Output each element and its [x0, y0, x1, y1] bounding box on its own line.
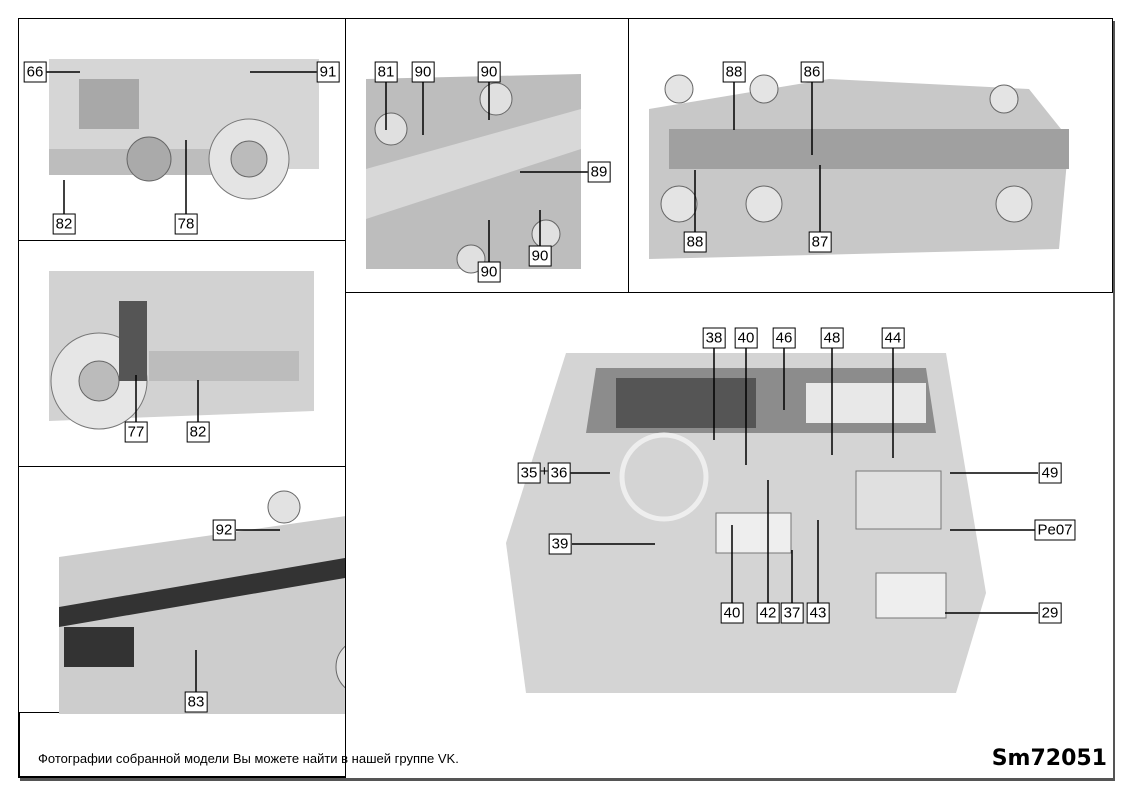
part-callout: 40 [720, 602, 744, 624]
cab-interior-illustration [506, 353, 986, 693]
part-callout: 39 [548, 533, 572, 555]
part-callout: 87 [808, 231, 832, 253]
part-callout: 49 [1038, 462, 1062, 484]
chassis-illustration [649, 74, 1069, 259]
part-callout: 36 [547, 462, 571, 484]
part-callout: 38 [702, 327, 726, 349]
part-callout: 90 [477, 61, 501, 83]
part-callout: 44 [881, 327, 905, 349]
part-callout: 77 [124, 421, 148, 443]
part-callout: 86 [800, 61, 824, 83]
part-callout: 88 [683, 231, 707, 253]
part-callout: 48 [820, 327, 844, 349]
part-callout: 90 [477, 261, 501, 283]
part-callout: 35 [517, 462, 541, 484]
part-callout: 66 [23, 61, 47, 83]
part-callout: 90 [528, 245, 552, 267]
rear-axles-illustration [366, 74, 581, 274]
plus-sign: + [540, 463, 549, 480]
part-callout: 37 [780, 602, 804, 624]
panel-cab-interior [345, 292, 1113, 778]
part-callout: 88 [722, 61, 746, 83]
part-callout: 90 [411, 61, 435, 83]
panel-front-axle [18, 18, 346, 241]
part-callout: 83 [184, 691, 208, 713]
part-callout: 40 [734, 327, 758, 349]
photo-etch-callout: Pe07 [1034, 519, 1076, 541]
kit-code: Sm72051 [991, 746, 1107, 771]
front-axle-illustration [49, 59, 319, 200]
footer-caption: Фотографии собранной модели Вы можете на… [38, 751, 459, 766]
part-callout: 42 [756, 602, 780, 624]
rear-suspension-illustration [59, 490, 409, 714]
panel-chassis-bottom [628, 18, 1113, 293]
part-callout: 43 [806, 602, 830, 624]
panel-rear-axles-top [345, 18, 629, 293]
part-callout: 82 [52, 213, 76, 235]
part-callout: 82 [186, 421, 210, 443]
part-callout: 91 [316, 61, 340, 83]
part-callout: 81 [374, 61, 398, 83]
wheel-hub-illustration [49, 271, 314, 430]
part-callout: 46 [772, 327, 796, 349]
panel-front-wheel-hub [18, 240, 346, 467]
part-callout: 89 [587, 161, 611, 183]
part-callout: 78 [174, 213, 198, 235]
part-callout: 92 [212, 519, 236, 541]
part-callout: 29 [1038, 602, 1062, 624]
